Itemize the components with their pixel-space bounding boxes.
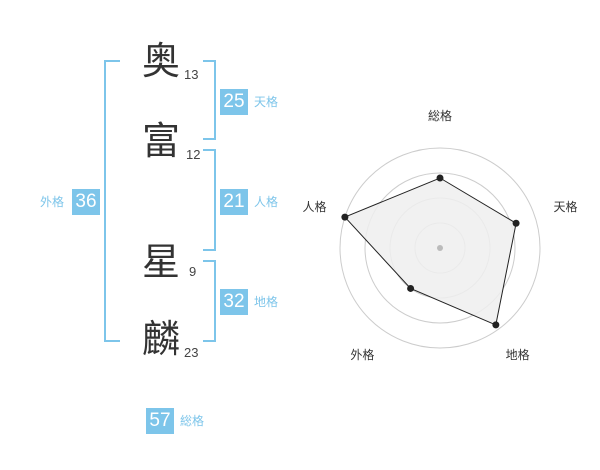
gaikaku-bracket [104, 60, 120, 342]
name-char-1: 奥 [142, 39, 181, 83]
radar-point-4 [407, 284, 415, 292]
radar-axis-label-5: 人格 [302, 199, 326, 214]
name-char-4: 麟 [142, 317, 181, 361]
name-char-3: 星 [142, 240, 181, 284]
jinkaku-label: 人格 [254, 195, 279, 209]
radar-point-1 [436, 174, 444, 182]
tenkaku-value: 25 [220, 89, 248, 115]
radar-axis-label-2: 天格 [554, 199, 578, 214]
soukaku-value: 57 [146, 408, 174, 434]
radar-axis-label-4: 外格 [350, 347, 374, 362]
gaikaku-label: 外格 [40, 195, 65, 209]
chikaku-value: 32 [220, 289, 248, 315]
radar-series-area [344, 177, 517, 326]
name-char-2: 富 [142, 119, 181, 163]
radar-center-dot [437, 245, 443, 251]
chikaku-label: 地格 [254, 295, 279, 309]
radar-point-2 [512, 219, 520, 227]
radar-grid-ring [364, 172, 516, 324]
chikaku-bracket [203, 260, 216, 342]
stroke-count-4: 23 [184, 345, 199, 360]
stroke-count-3: 9 [189, 264, 197, 279]
radar-axis-label-1: 総格 [428, 108, 452, 123]
tenkaku-label: 天格 [254, 95, 279, 109]
gaikaku-value: 36 [72, 189, 100, 215]
jinkaku-bracket [203, 149, 216, 251]
soukaku-label: 総格 [180, 414, 205, 428]
stroke-count-2: 12 [186, 147, 201, 162]
radar-point-5 [341, 213, 349, 221]
radar-grid-ring [339, 147, 541, 349]
jinkaku-value: 21 [220, 189, 248, 215]
tenkaku-bracket [203, 60, 216, 140]
stroke-count-1: 13 [184, 67, 199, 82]
radar-axis-label-3: 地格 [506, 347, 530, 362]
radar-point-3 [492, 321, 500, 329]
